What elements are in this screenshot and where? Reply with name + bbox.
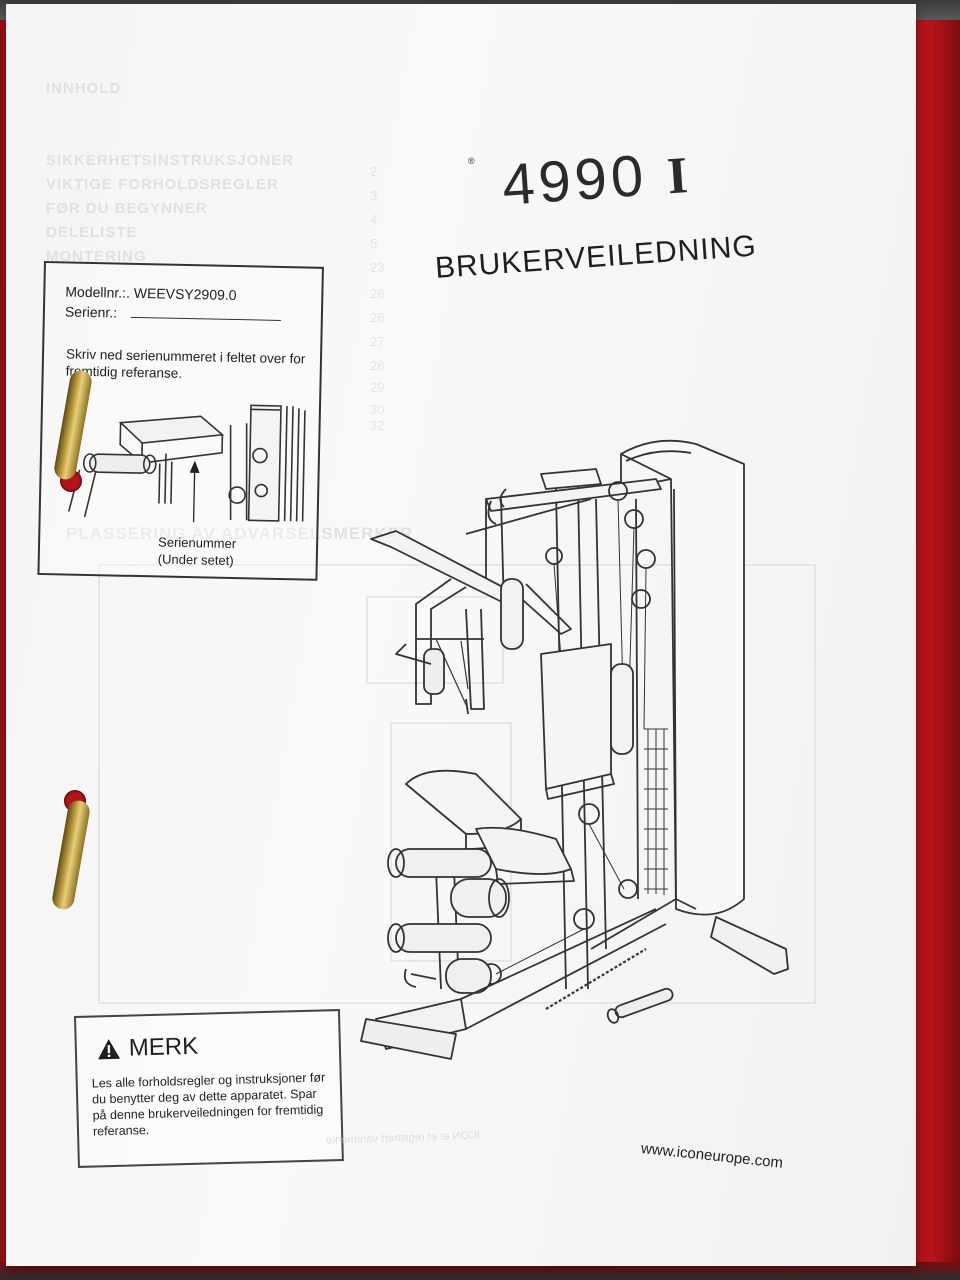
- serial-caption-line2: (Under setet): [157, 551, 234, 569]
- show-through-text: FØR DU BEGYNNER: [46, 200, 208, 217]
- warning-triangle-icon: [98, 1039, 121, 1060]
- model-number-value: WEEVSY2909.0: [133, 284, 237, 304]
- notice-heading: MERK: [97, 1033, 199, 1064]
- document-title: BRUKERVEILEDNING: [434, 229, 758, 285]
- serial-caption: Serienummer (Under setet): [158, 533, 237, 569]
- notice-heading-text: MERK: [128, 1032, 199, 1062]
- serial-note: Skriv ned serienummeret i feltet over fo…: [65, 346, 306, 381]
- show-through-text: ICON er et registrert varemerke: [325, 1129, 481, 1147]
- model-title: 4990 I: [500, 139, 694, 219]
- show-through-text: INNHOLD: [46, 80, 122, 97]
- website-url: www.iconeurope.com: [640, 1140, 784, 1172]
- seat-location-illustration: [67, 404, 306, 523]
- serial-number-blank: [130, 304, 282, 321]
- show-through-text: SIKKERHETSINSTRUKSJONER: [46, 152, 295, 169]
- show-through-text: PLASSERING AV ADVARSELSMERKER: [66, 524, 414, 543]
- show-through-text: DELELISTE: [46, 224, 138, 241]
- show-through-text: VIKTIGE FORHOLDSREGLER: [46, 176, 279, 193]
- serial-number-label: Serienr.:: [64, 303, 118, 321]
- model-suffix: I: [665, 146, 694, 206]
- registered-mark: ®: [468, 156, 475, 166]
- manual-cover-page: INNHOLD SIKKERHETSINSTRUKSJONER VIKTIGE …: [6, 4, 916, 1266]
- model-number-row: Modellnr.:. WEEVSY2909.0: [65, 283, 237, 303]
- serial-number-row: Serienr.:: [64, 303, 282, 324]
- model-number: 4990: [500, 142, 650, 218]
- serial-number-box: Modellnr.:. WEEVSY2909.0 Serienr.: Skriv…: [37, 261, 324, 581]
- show-through-text: MONTERING: [46, 248, 147, 265]
- home-gym-illustration: [360, 439, 789, 1060]
- notice-body: Les alle forholdsregler og instruksjoner…: [91, 1070, 326, 1139]
- model-number-label: Modellnr.:.: [65, 283, 131, 301]
- background-bottom: [0, 1262, 960, 1280]
- serial-caption-line1: Serienummer: [157, 534, 237, 552]
- notice-box: MERK Les alle forholdsregler og instruks…: [74, 1009, 344, 1168]
